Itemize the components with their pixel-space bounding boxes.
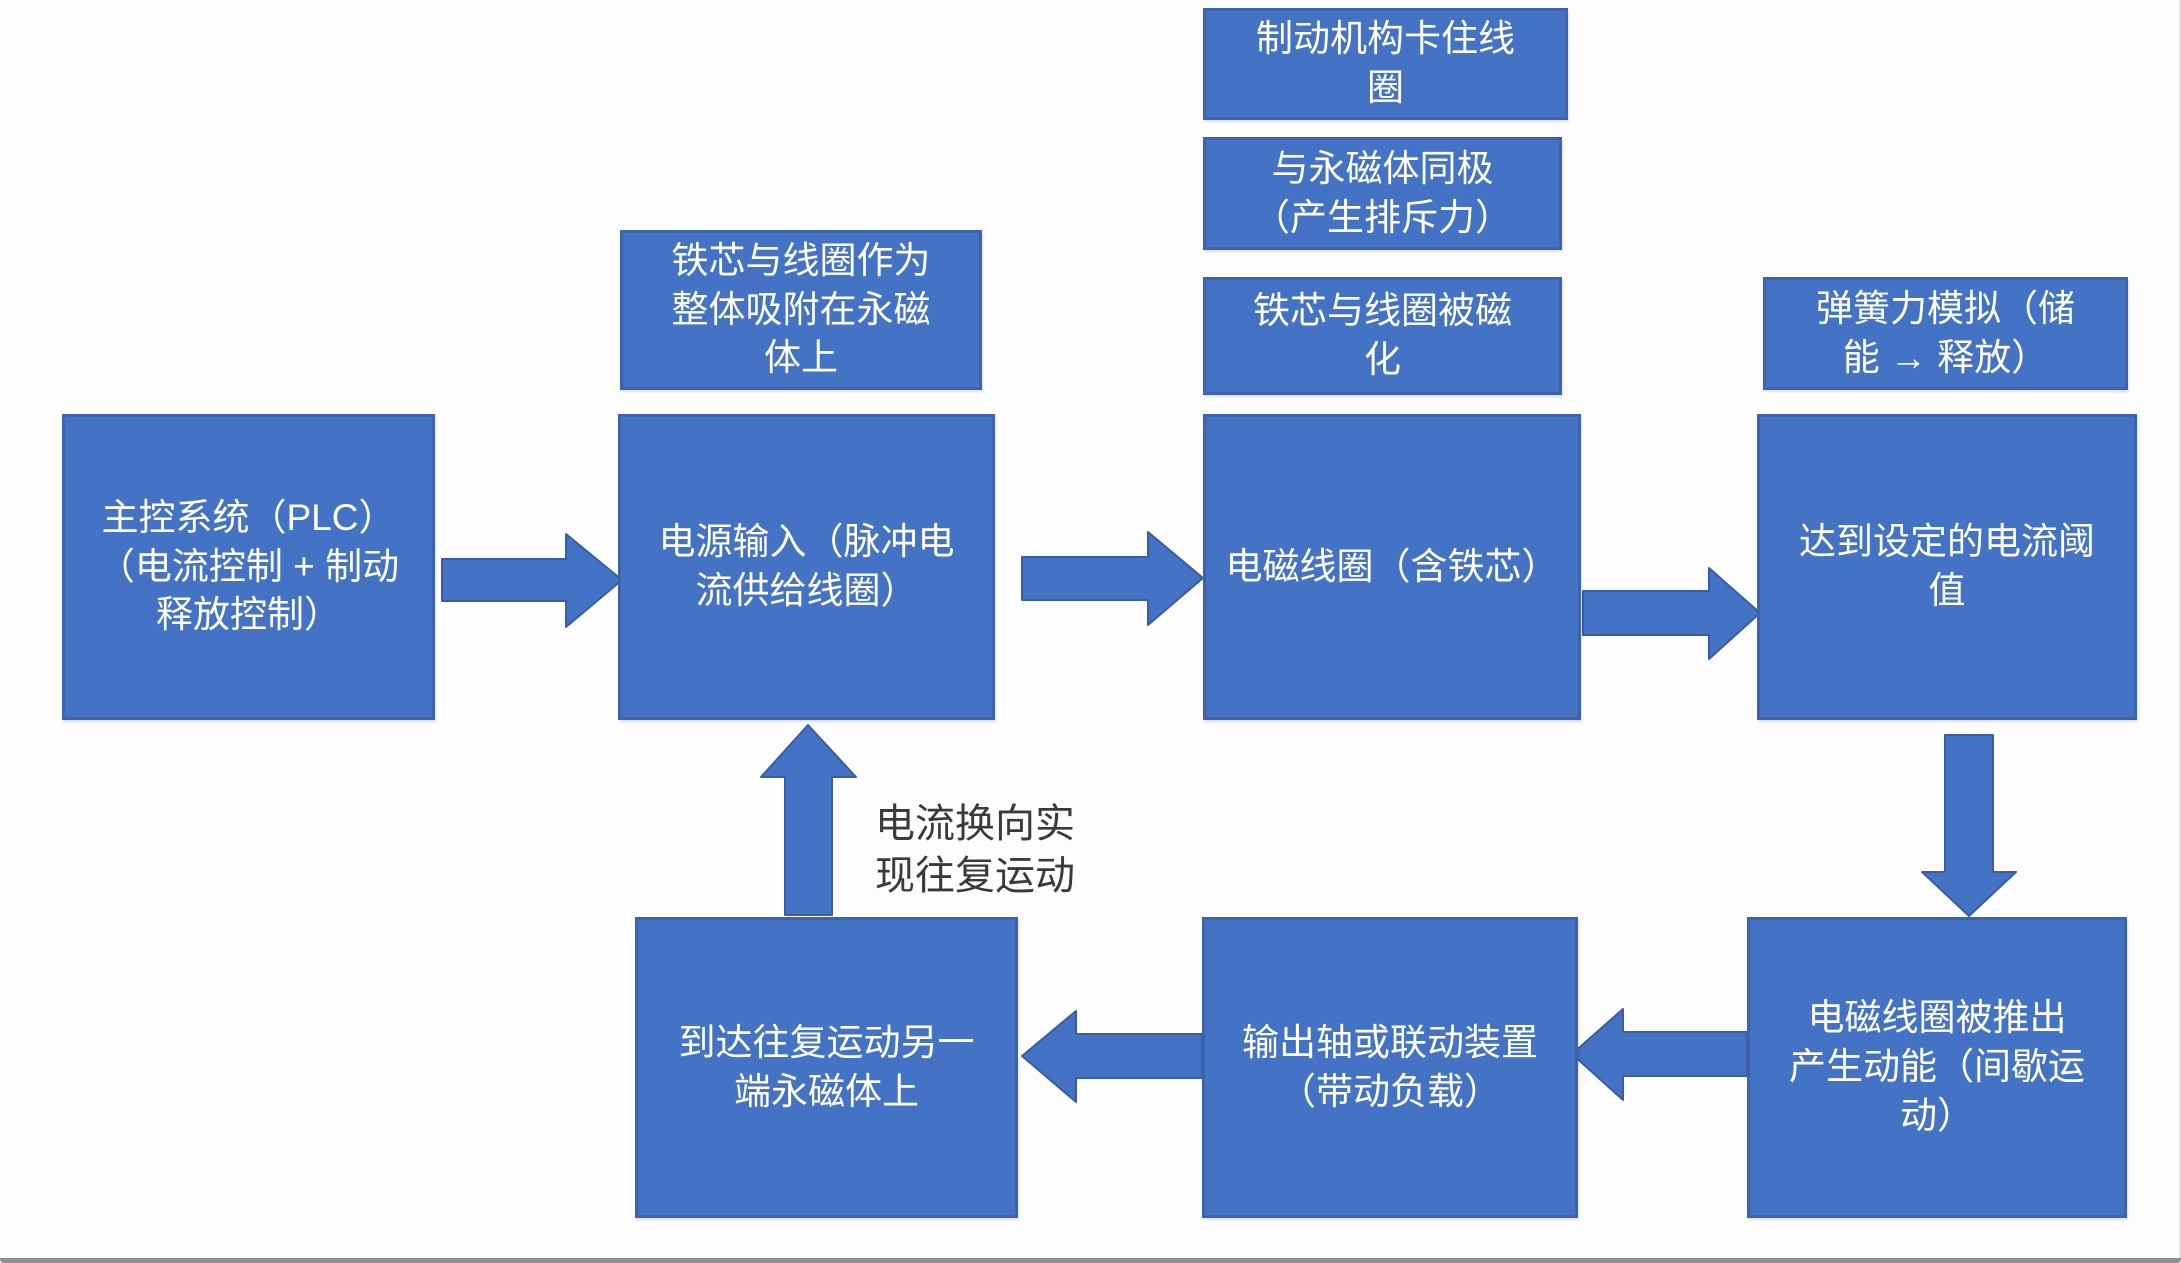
node-reach-other-end: 到达往复运动另一 端永磁体上 [635, 917, 1018, 1218]
node-power-input: 电源输入（脉冲电 流供给线圈） [618, 414, 995, 720]
label-spring-force: 弹簧力模拟（储 能 → 释放） [1763, 277, 2128, 390]
arrow-em-coil-to-current-threshold [1582, 567, 1761, 660]
node-main-control: 主控系统（PLC） （电流控制 + 制动 释放控制） [62, 414, 435, 720]
node-coil-pushed: 电磁线圈被推出 产生动能（间歇运 动） [1747, 917, 2127, 1218]
arrow-power-input-to-em-coil [1021, 531, 1204, 626]
arrow-current-threshold-to-coil-pushed [1921, 734, 2017, 917]
arrow-main-control-to-power-input [441, 533, 623, 628]
label-core-attach: 铁芯与线圈作为 整体吸附在永磁 体上 [620, 230, 982, 390]
arrow-output-shaft-to-reach-other-end [1021, 1010, 1203, 1103]
node-output-shaft: 输出轴或联动装置 （带动负载） [1202, 917, 1578, 1218]
arrow-coil-pushed-to-output-shaft [1571, 1008, 1748, 1101]
node-current-threshold: 达到设定的电流阈 值 [1757, 414, 2137, 720]
label-same-pole: 与永磁体同极 （产生排斥力） [1203, 137, 1562, 250]
frame-right-edge [2179, 0, 2181, 1263]
label-magnetized: 铁芯与线圈被磁 化 [1203, 277, 1562, 395]
frame-bottom-bar [0, 1258, 2181, 1263]
note-current-reversal: 电流换向实 现往复运动 [875, 802, 1075, 898]
label-brake-lock: 制动机构卡住线 圈 [1203, 8, 1568, 120]
arrow-reach-other-end-to-power-input [760, 724, 857, 916]
node-em-coil: 电磁线圈（含铁芯） [1203, 414, 1581, 720]
